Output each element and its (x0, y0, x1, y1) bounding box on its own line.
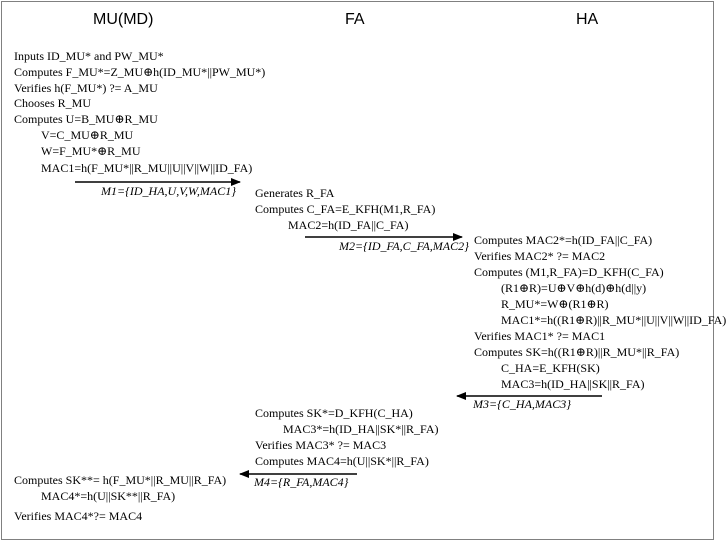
ha-step-4: (R1⊕R)=U⊕V⊕h(d)⊕h(d||y) (501, 281, 647, 295)
message-m2: M2={ID_FA,C_FA,MAC2} (339, 239, 469, 253)
fa-step-6: Verifies MAC3* ?= MAC3 (255, 438, 387, 452)
mu-step-8: MAC1=h(F_MU*||R_MU||U||V||W||ID_FA) (41, 161, 253, 175)
mu-step-5: Computes U=B_MU⊕R_MU (14, 112, 158, 126)
mu-step-3: Verifies h(F_MU*) ?= A_MU (14, 81, 158, 95)
fa-step-2: Computes C_FA=E_KFH(M1,R_FA) (255, 202, 436, 216)
ha-step-6: MAC1*=h((R1⊕R)||R_MU*||U||V||W||ID_FA) (501, 313, 726, 327)
fa-step-3: MAC2=h(ID_FA||C_FA) (288, 218, 409, 232)
mu-step-11: Verifies MAC4*?= MAC4 (14, 509, 143, 523)
fa-step-5: MAC3*=h(ID_HA||SK*||R_FA) (283, 422, 439, 436)
mu-step-1: Inputs ID_MU* and PW_MU* (14, 49, 164, 63)
message-m3: M3={C_HA,MAC3} (473, 397, 572, 411)
ha-step-10: MAC3=h(ID_HA||SK||R_FA) (501, 377, 645, 391)
ha-step-9: C_HA=E_KFH(SK) (501, 361, 600, 375)
ha-step-5: R_MU*=W⊕(R1⊕R) (501, 297, 609, 311)
mu-step-2: Computes F_MU*=Z_MU⊕h(ID_MU*||PW_MU*) (14, 65, 266, 79)
mu-step-10: MAC4*=h(U||SK**||R_FA) (41, 489, 176, 503)
mu-step-7: W=F_MU*⊕R_MU (41, 144, 141, 158)
fa-step-4: Computes SK*=D_KFH(C_HA) (255, 406, 413, 420)
message-m4: M4={R_FA,MAC4} (254, 475, 349, 489)
mu-step-4: Chooses R_MU (14, 96, 92, 110)
header-mu: MU(MD) (93, 11, 154, 28)
header-fa: FA (345, 11, 365, 28)
mu-step-6: V=C_MU⊕R_MU (41, 128, 134, 142)
ha-step-7: Verifies MAC1* ?= MAC1 (474, 329, 606, 343)
fa-step-1: Generates R_FA (255, 186, 335, 200)
ha-step-8: Computes SK=h((R1⊕R)||R_MU*||R_FA) (474, 345, 680, 359)
fa-step-7: Computes MAC4=h(U||SK*||R_FA) (255, 454, 429, 468)
message-m1: M1={ID_HA,U,V,W,MAC1} (101, 184, 237, 198)
ha-step-3: Computes (M1,R_FA)=D_KFH(C_FA) (474, 265, 664, 279)
header-ha: HA (576, 11, 599, 28)
ha-step-1: Computes MAC2*=h(ID_FA||C_FA) (474, 233, 653, 247)
diagram-frame (1, 1, 714, 540)
mu-step-9: Computes SK**= h(F_MU*||R_MU||R_FA) (14, 473, 227, 487)
ha-step-2: Verifies MAC2* ?= MAC2 (474, 249, 606, 263)
